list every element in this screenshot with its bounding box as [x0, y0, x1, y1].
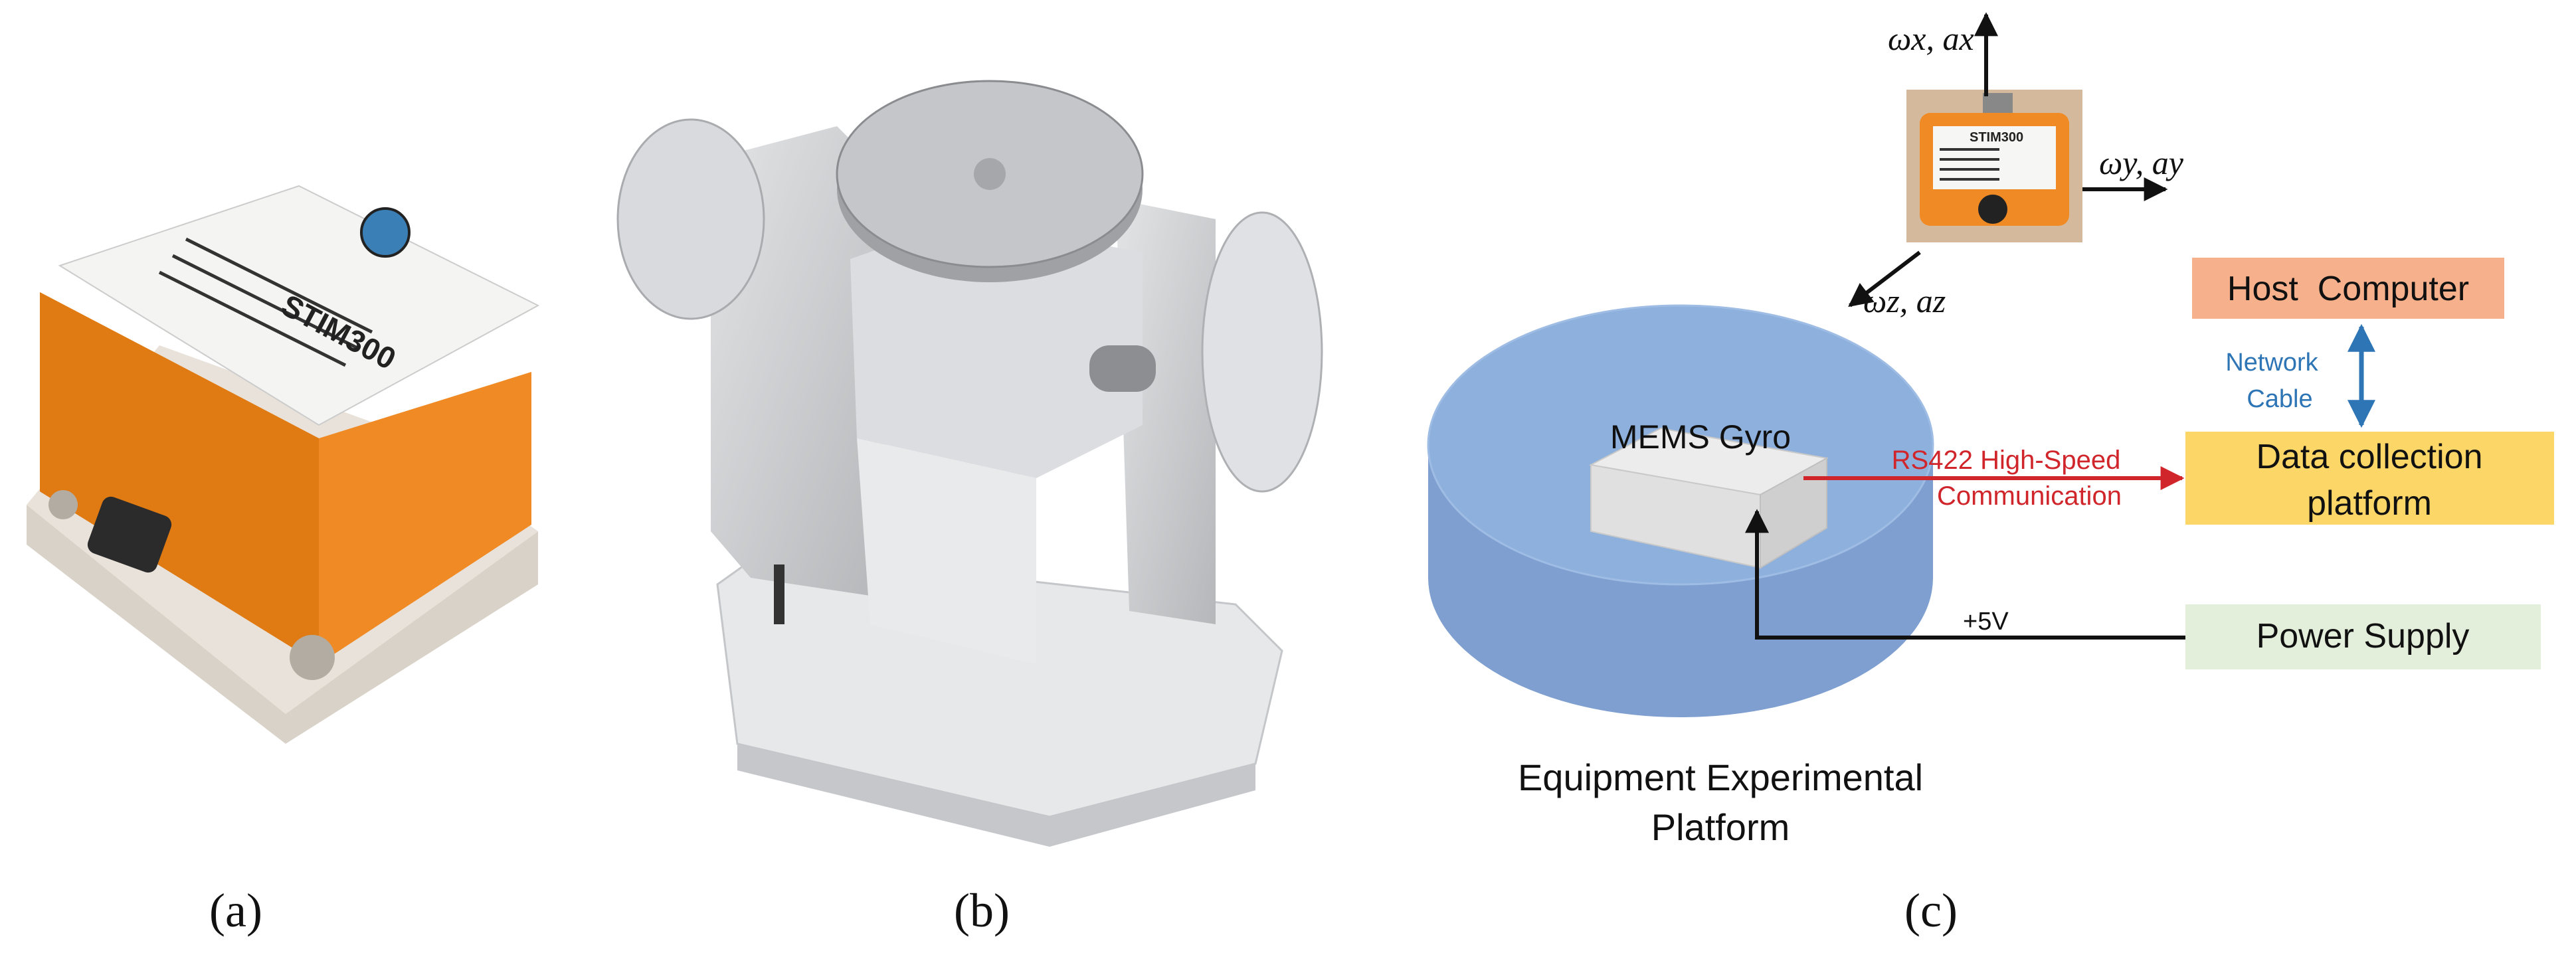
stim300-sensor-photo — [1906, 90, 2082, 242]
panel-b-caption: (b) — [954, 884, 1010, 937]
stim300-sensor-label: STIM300 — [1970, 130, 2023, 145]
data-collection-label-line1: Data collection — [2256, 438, 2482, 476]
platform-label-line1: Equipment Experimental — [1518, 756, 1923, 798]
mems-gyro-label: MEMS Gyro — [1610, 418, 1791, 456]
power-supply-box — [2185, 604, 2541, 669]
panel-a-imu-photo: STIM300 — [27, 185, 540, 744]
y-axis-label: ωy, ay — [2099, 144, 2184, 181]
panel-a-caption: (a) — [209, 884, 262, 937]
power-line-arrow — [1745, 509, 2185, 640]
sensor-axes — [1848, 12, 2168, 307]
network-cable-label-line2: Cable — [2247, 385, 2312, 413]
network-cable-label-line1: Network — [2225, 349, 2318, 377]
power-supply-label: Power Supply — [2256, 617, 2470, 655]
voltage-label: +5V — [1963, 608, 2009, 636]
panel-c-diagram: MEMS Gyro STIM300 ωx, ax ωy, ay ωz, az — [1427, 12, 2554, 848]
host-computer-label: Host Computer — [2227, 270, 2469, 308]
panel-b-turntable-photo — [616, 80, 1323, 847]
data-collection-label-line2: platform — [2307, 484, 2432, 523]
rs422-label-line2: Communication — [1937, 481, 2122, 511]
x-axis-label: ωx, ax — [1888, 20, 1974, 57]
host-computer-box — [2192, 258, 2504, 319]
panel-c-caption: (c) — [1904, 884, 1958, 937]
platform-label-line2: Platform — [1651, 806, 1790, 848]
z-axis-arrow — [1848, 250, 1921, 307]
rs422-label-line1: RS422 High-Speed — [1892, 446, 2121, 475]
z-axis-label: ωz, az — [1863, 282, 1946, 319]
data-collection-box — [2185, 432, 2554, 525]
mems-gyro-block — [1588, 427, 1829, 569]
